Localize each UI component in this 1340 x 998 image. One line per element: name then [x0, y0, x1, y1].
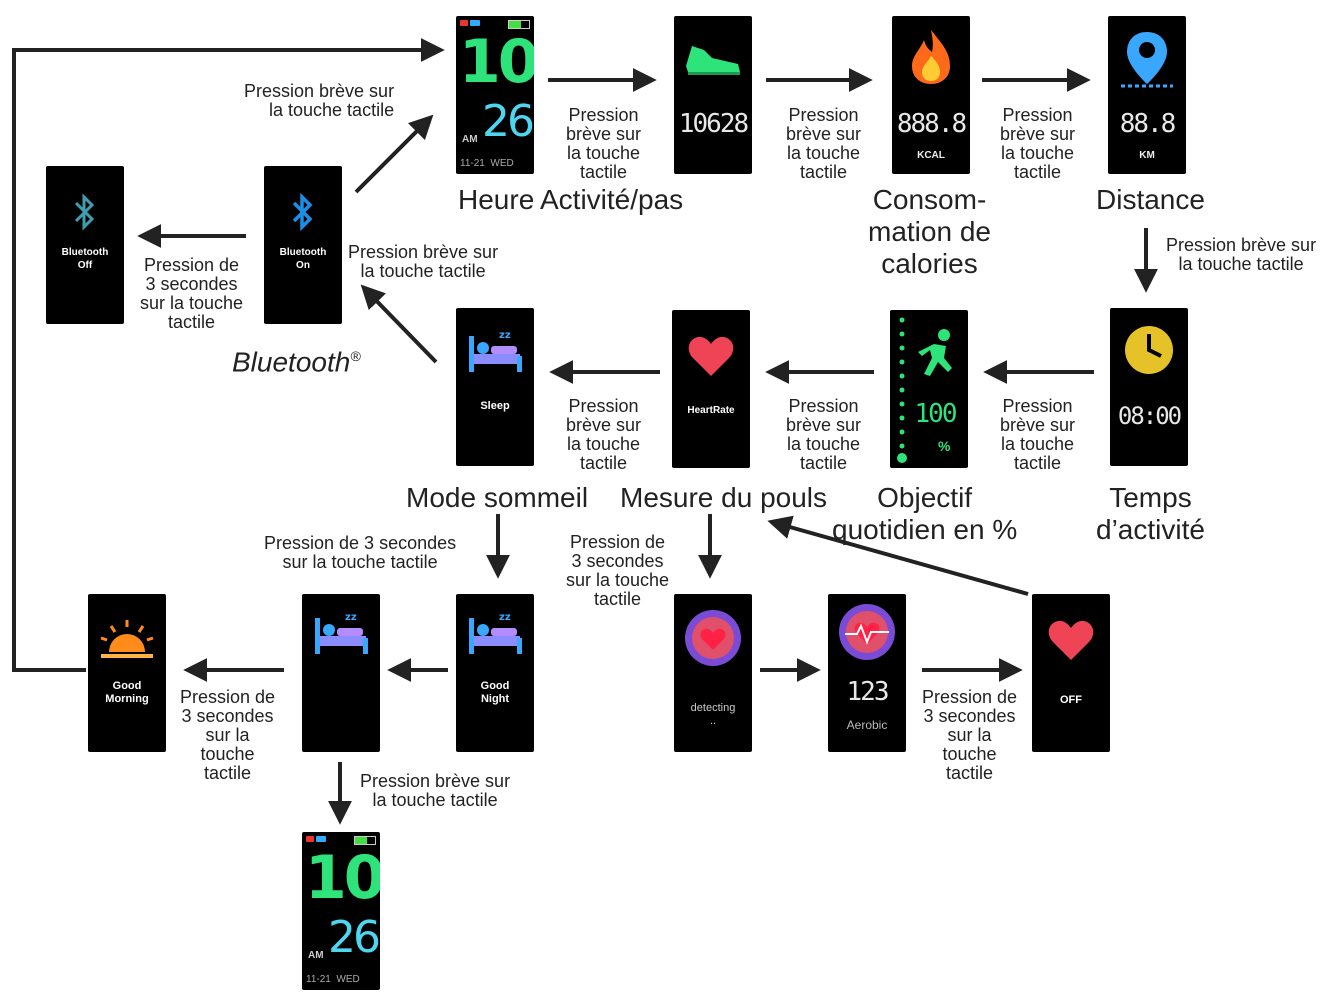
- title-activite: Activité/pas: [540, 184, 684, 215]
- clock-footer: 11-21 WED: [306, 974, 360, 985]
- label-long-press: Pression de 3 secondes sur la touche tac…: [922, 687, 1018, 783]
- km-unit: KM: [1139, 150, 1155, 161]
- bt-on-label: Bluetooth On: [279, 247, 327, 271]
- location-pin-icon: [1121, 32, 1173, 88]
- screen-heartrate-off: OFF: [1032, 594, 1110, 752]
- bed-icon: zz: [315, 612, 368, 654]
- kcal-unit: KCAL: [917, 150, 945, 161]
- sunrise-icon: [100, 620, 154, 658]
- clock-minute: 26: [482, 96, 534, 147]
- screen-clock-return: 10 AM 26 11-21 WED: [302, 832, 380, 990]
- screen-detecting: detecting ..: [674, 594, 752, 752]
- shoe-icon: [686, 46, 740, 75]
- clock-hour: 10: [305, 843, 380, 913]
- bluetooth-off-icon: [74, 193, 95, 231]
- screen-aerobic: 123 Aerobic: [828, 594, 906, 752]
- screen-bluetooth-on: Bluetooth On: [264, 166, 342, 324]
- kcal-value: 888.8: [896, 109, 967, 139]
- screen-active-time: 08:00: [1110, 308, 1188, 466]
- bed-icon: zz: [469, 330, 522, 372]
- label-short-press: Pression brève sur la touche tactile: [786, 105, 862, 182]
- heart-pulse-icon: [839, 604, 895, 660]
- title-bluetooth-text: Bluetooth: [232, 346, 351, 378]
- label-short-press: Pression brève sur la touche tactile: [244, 81, 395, 120]
- screen-clock: 10 AM 26 11-21 WED: [456, 16, 534, 174]
- detecting-label: detecting ..: [690, 702, 736, 727]
- active-time-value: 08:00: [1117, 402, 1182, 430]
- arrow-sommeil-to-bluetooth: [360, 284, 438, 364]
- timer-icon: [1125, 326, 1173, 374]
- hr-off-label: OFF: [1060, 694, 1082, 706]
- heartrate-label: HeartRate: [687, 405, 735, 416]
- km-value: 88.8: [1119, 109, 1177, 139]
- svg-text:zz: zz: [499, 330, 511, 341]
- title-pouls: Mesure du pouls: [620, 482, 828, 513]
- good-morning-label: Good Morning: [105, 680, 149, 705]
- registered-mark: ®: [350, 348, 361, 364]
- clock-footer: 11-21 WED: [460, 158, 514, 169]
- heart-icon: [1048, 620, 1094, 660]
- bluetooth-icon: [292, 192, 313, 232]
- screen-good-night: zz Good Night: [456, 594, 534, 752]
- arrow-good-morning-to-heure: [12, 38, 445, 672]
- title-temps: Temps d’activité: [1096, 482, 1205, 545]
- goal-value: 100: [914, 399, 958, 429]
- sleep-label: Sleep: [480, 400, 510, 412]
- label-long-press: Pression de 3 secondes sur la touche tac…: [140, 255, 244, 332]
- clock-hour: 10: [459, 27, 534, 97]
- clock-ampm: AM: [308, 950, 324, 961]
- screen-calories: 888.8 KCAL: [892, 16, 970, 174]
- label-short-press: Pression brève sur la touche tactile: [566, 105, 642, 182]
- aerobic-label: Aerobic: [846, 718, 888, 732]
- screen-heartrate: HeartRate: [672, 310, 750, 468]
- arrow-bluetooth-to-heure: [354, 114, 434, 194]
- flame-icon: [912, 30, 950, 84]
- arrow-off-to-pouls: [767, 515, 1029, 596]
- heart-pulse-icon: [685, 610, 741, 666]
- label-short-press: Pression brève sur la touche tactile: [1000, 396, 1076, 473]
- screen-steps: 10628: [674, 16, 752, 174]
- svg-text:zz: zz: [345, 612, 357, 623]
- title-sommeil: Mode sommeil: [406, 482, 589, 513]
- label-short-press: Pression brève sur la touche tactile: [1000, 105, 1076, 182]
- good-night-label: Good Night: [480, 680, 510, 705]
- bt-off-label: Bluetooth Off: [61, 247, 109, 271]
- screen-good-morning: Good Morning: [88, 594, 166, 752]
- progress-dots: [897, 317, 907, 463]
- label-short-press: Pression brève sur la touche tactile: [566, 396, 642, 473]
- title-distance: Distance: [1096, 184, 1205, 215]
- label-short-press: Pression brève sur la touche tactile: [786, 396, 862, 473]
- bed-icon: zz: [469, 612, 522, 654]
- clock-minute: 26: [328, 912, 380, 963]
- clock-ampm: AM: [462, 134, 478, 145]
- screen-goal: 100 %: [890, 310, 968, 468]
- svg-text:zz: zz: [499, 612, 511, 623]
- label-short-press: Pression brève sur la touche tactile: [348, 242, 499, 281]
- label-long-press: Pression de 3 secondes sur la touche tac…: [180, 687, 276, 783]
- goal-unit: %: [938, 438, 951, 454]
- title-calories: Consom- mation de calories: [868, 184, 991, 279]
- aerobic-value: 123: [846, 677, 890, 707]
- screen-sleep: zz Sleep: [456, 308, 534, 466]
- label-long-press: Pression de 3 secondes sur la touche tac…: [264, 533, 457, 572]
- steps-value: 10628: [678, 109, 749, 139]
- label-short-press: Pression brève sur la touche tactile: [360, 771, 511, 810]
- title-heure: Heure: [458, 184, 535, 215]
- screen-sleeping: zz: [302, 594, 380, 752]
- runner-icon: [918, 329, 952, 376]
- screen-distance: 88.8 KM: [1108, 16, 1186, 174]
- label-short-press: Pression brève sur la touche tactile: [1166, 235, 1317, 274]
- screen-bluetooth-off: Bluetooth Off: [46, 166, 124, 324]
- heart-icon: [688, 336, 734, 376]
- title-bluetooth: Bluetooth®: [232, 340, 361, 378]
- title-objectif: Objectif quotidien en %: [832, 482, 1018, 545]
- label-long-press: Pression de 3 secondes sur la touche tac…: [566, 532, 670, 609]
